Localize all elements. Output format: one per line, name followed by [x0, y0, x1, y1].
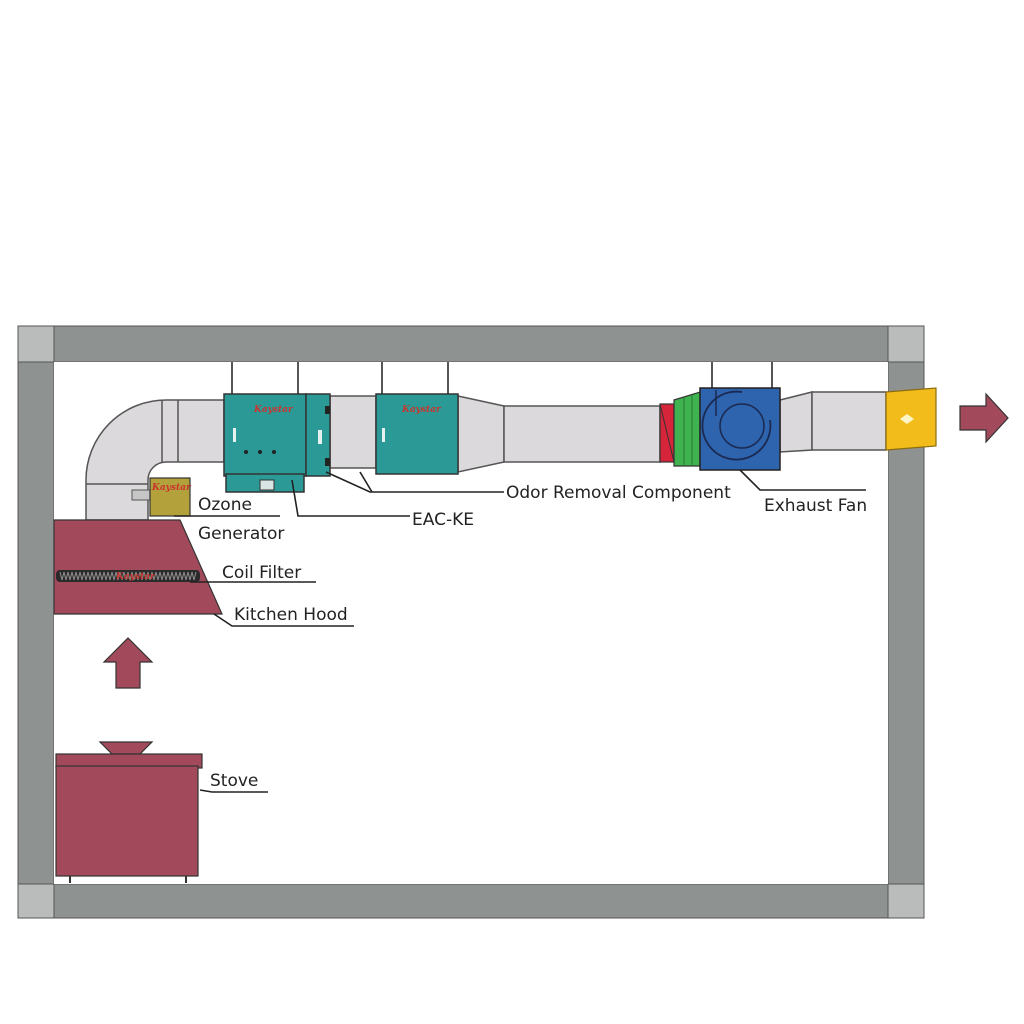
- eac-ke-unit: Kaystar: [223, 393, 331, 493]
- stove: [55, 741, 203, 883]
- label-ozone-line2: Generator: [198, 524, 284, 544]
- straight-ducts: [329, 391, 887, 473]
- ozone-brand-logo: Kaystar: [151, 483, 192, 493]
- exhaust-fan: [699, 387, 781, 471]
- label-exhaust-fan: Exhaust Fan: [764, 496, 867, 516]
- labels: Ozone Generator EAC-KE Odor Removal Comp…: [198, 483, 867, 791]
- filter-brand-logo: Kaystar: [115, 572, 156, 582]
- label-eac-ke: EAC-KE: [412, 510, 474, 530]
- kitchen-hood: [53, 519, 223, 615]
- odor-brand-logo: Kaystar: [401, 405, 442, 415]
- up-arrow-icon: [102, 637, 154, 689]
- coil-filter: Kaystar: [56, 570, 200, 582]
- label-odor-removal: Odor Removal Component: [506, 483, 731, 503]
- right-arrow-icon: [959, 392, 1009, 444]
- outlet-vent: [885, 387, 937, 451]
- label-stove: Stove: [210, 771, 258, 791]
- label-coil-filter: Coil Filter: [222, 563, 301, 583]
- damper: [659, 403, 675, 463]
- label-ozone-line1: Ozone: [198, 495, 252, 515]
- odor-removal-unit: Kaystar: [375, 393, 459, 475]
- flex-connector: [673, 391, 701, 467]
- label-kitchen-hood: Kitchen Hood: [234, 605, 348, 625]
- eac-brand-logo: Kaystar: [253, 405, 294, 415]
- elbow-duct: [85, 399, 225, 521]
- ozone-generator: Kaystar: [131, 477, 192, 517]
- leader-lines: [174, 469, 866, 793]
- hanger-rods: [231, 362, 773, 396]
